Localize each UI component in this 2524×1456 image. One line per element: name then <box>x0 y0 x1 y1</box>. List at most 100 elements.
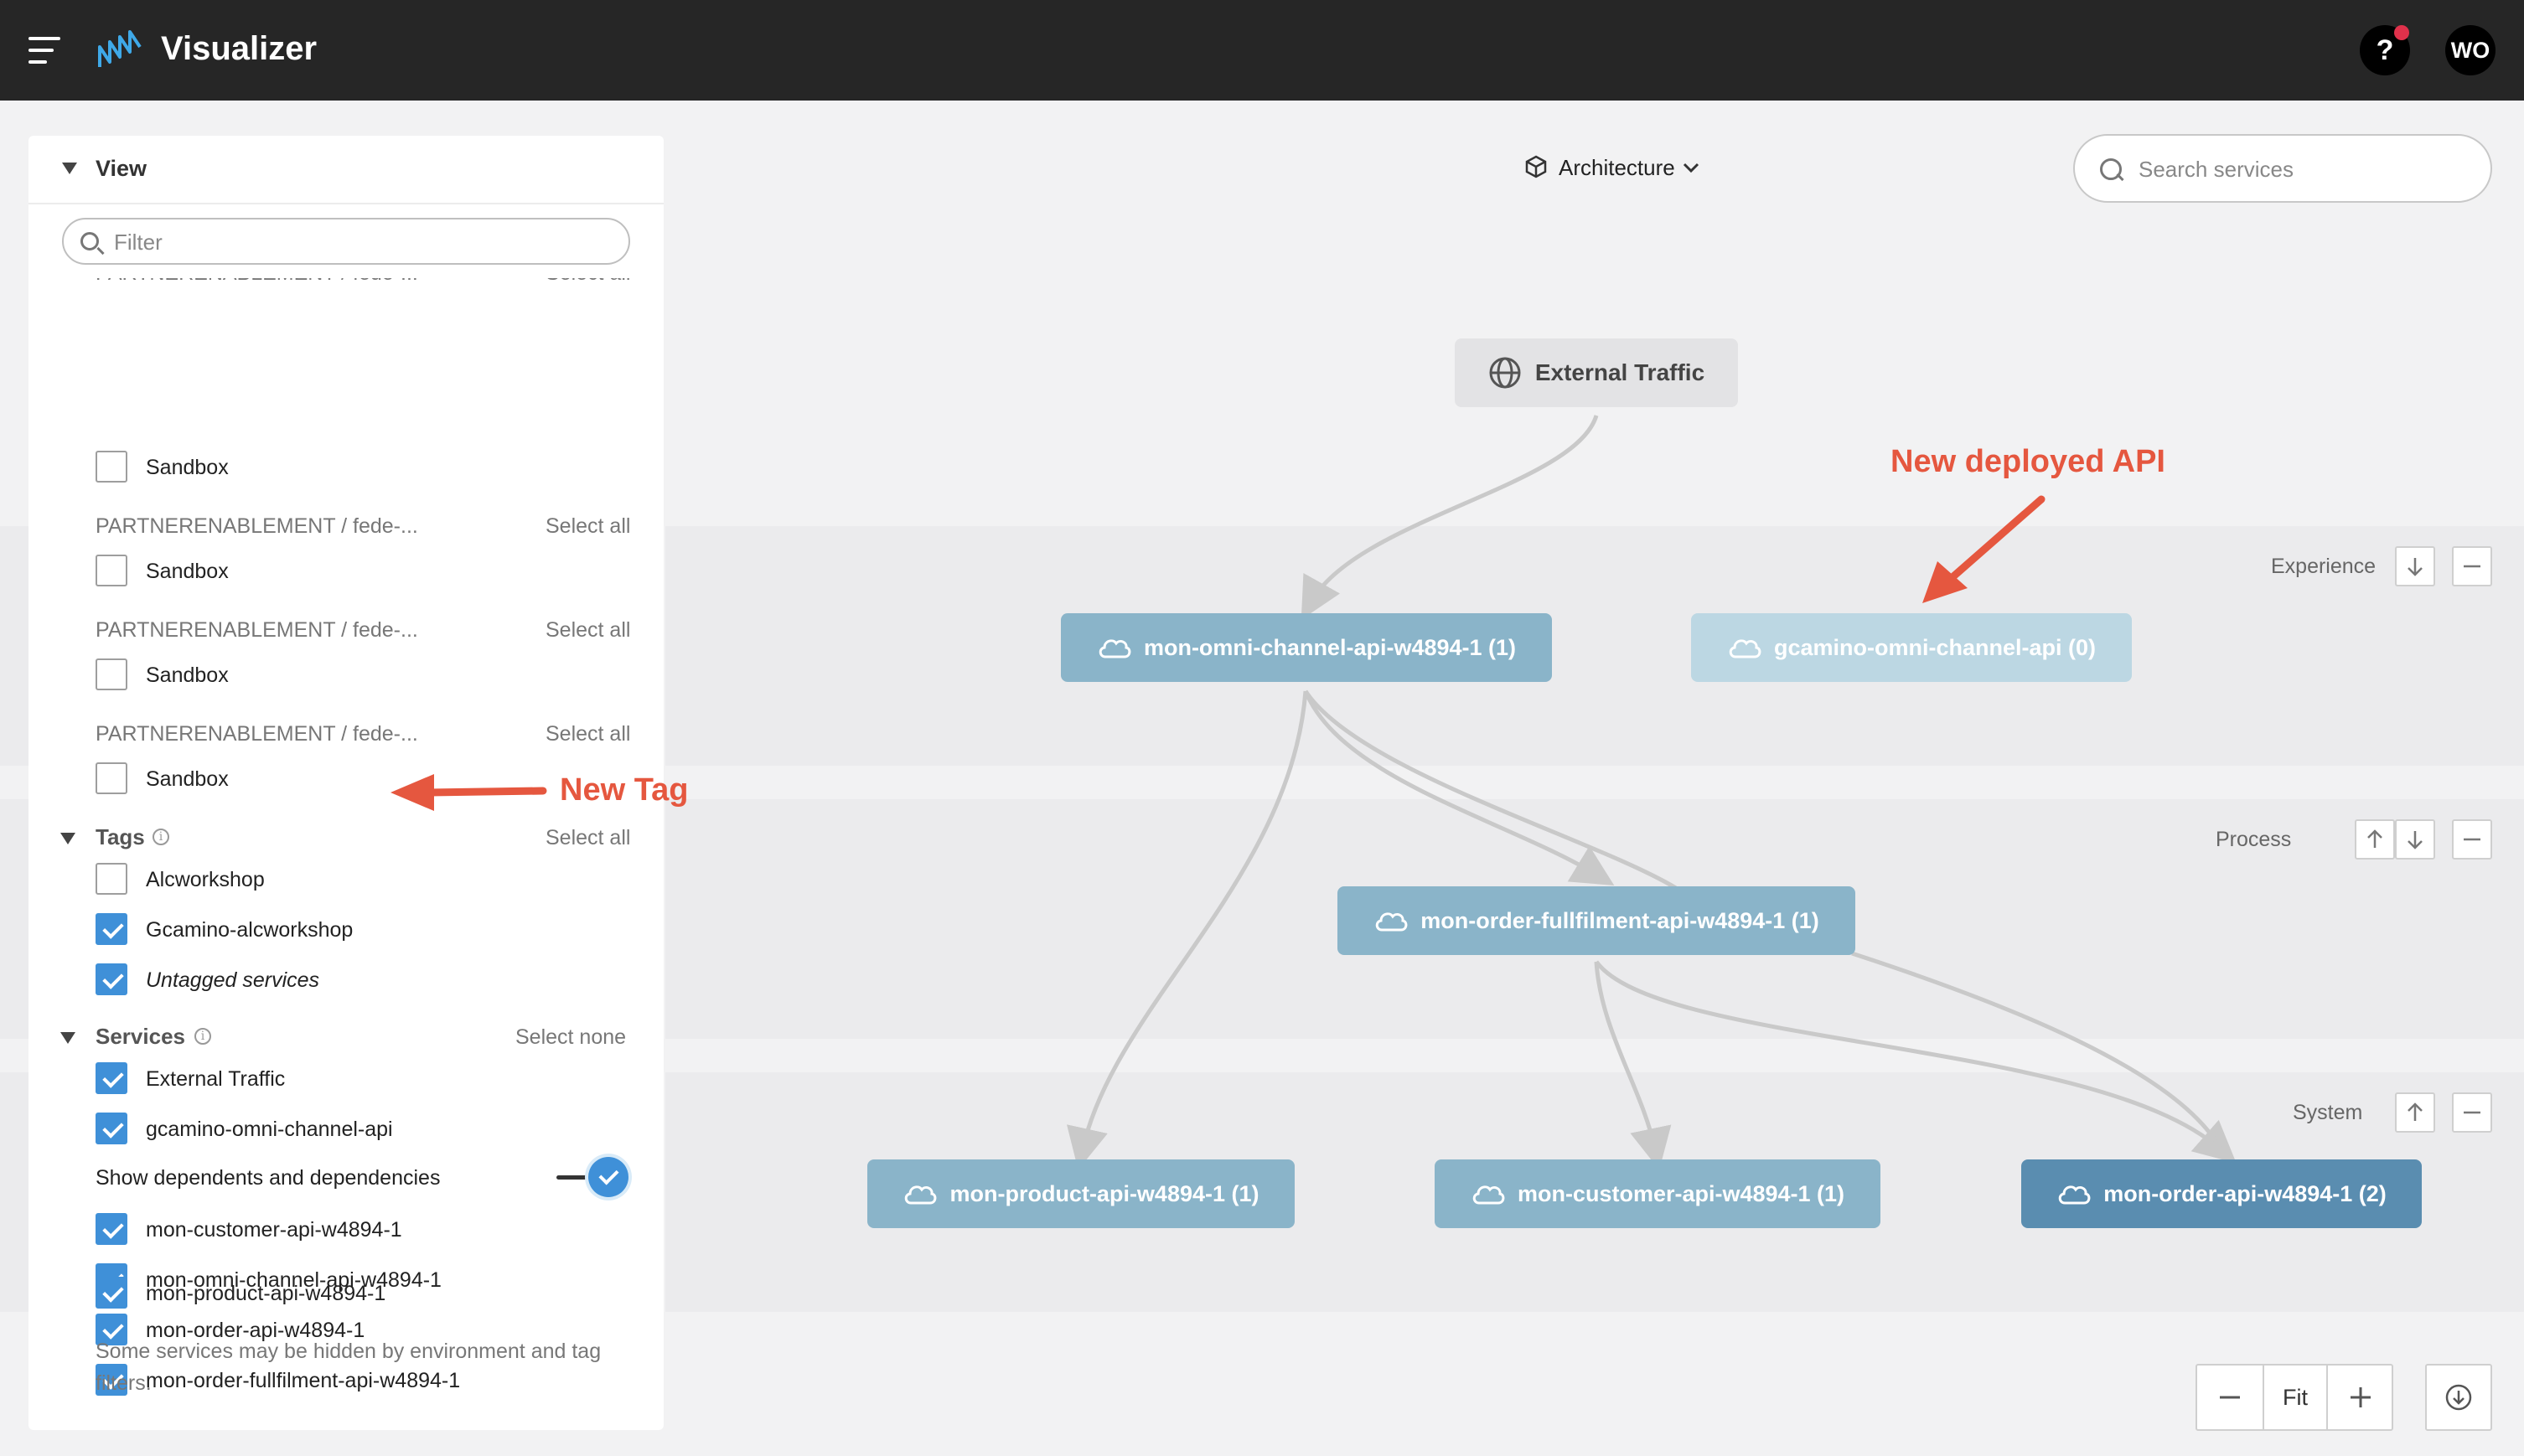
environment-label: Sandbox <box>146 767 229 791</box>
cloud-icon <box>1375 912 1408 932</box>
plus-icon <box>2351 1387 2371 1407</box>
annotation-new-deployed-api: New deployed API <box>1890 444 2165 479</box>
notification-dot <box>2394 25 2409 40</box>
globe-icon <box>1489 357 1521 389</box>
service-checkbox-external-traffic[interactable] <box>96 1062 127 1094</box>
service-node-customer[interactable]: mon-customer-api-w4894-1 (1) <box>1435 1159 1880 1228</box>
tags-collapse-icon[interactable] <box>60 833 75 844</box>
arrow-up-icon <box>2408 1102 2423 1121</box>
service-checkbox[interactable] <box>96 1213 127 1245</box>
service-node-product[interactable]: mon-product-api-w4894-1 (1) <box>867 1159 1295 1228</box>
cloud-icon <box>1472 1185 1505 1205</box>
service-node-order[interactable]: mon-order-api-w4894-1 (2) <box>2021 1159 2422 1228</box>
filter-field[interactable] <box>62 218 630 265</box>
tags-section-title: Tags <box>96 824 145 849</box>
view-panel-list[interactable]: PARTNERENABLEMENT / fede-... Select all … <box>28 278 664 1430</box>
tag-checkbox-untagged[interactable] <box>96 963 127 995</box>
environment-select-all[interactable]: Select all <box>546 722 631 746</box>
environment-label: Sandbox <box>146 663 229 687</box>
external-traffic-node[interactable]: External Traffic <box>1455 338 1738 407</box>
cloud-icon <box>2058 1185 2091 1205</box>
search-icon <box>80 232 99 250</box>
layer-label-process: Process <box>2216 828 2292 851</box>
menu-icon[interactable] <box>28 37 60 65</box>
tag-label: Alcworkshop <box>146 868 265 891</box>
environment-select-all[interactable]: Select all <box>546 514 631 538</box>
environment-group-name: PARTNERENABLEMENT / fede-... <box>96 278 418 286</box>
download-button[interactable] <box>2425 1364 2492 1431</box>
view-mode-label: Architecture <box>1559 155 1675 180</box>
environment-select-all[interactable]: Select all <box>546 278 630 286</box>
download-icon <box>2445 1384 2472 1411</box>
environment-checkbox[interactable] <box>96 658 127 690</box>
service-label: gcamino-omni-channel-api <box>146 1118 393 1141</box>
show-dependencies-label: Show dependents and dependencies <box>96 1166 441 1190</box>
collapse-layer-button[interactable] <box>2452 546 2492 586</box>
cloud-icon <box>1099 639 1131 658</box>
service-checkbox[interactable] <box>96 1277 127 1309</box>
service-label: mon-omni-channel-api-w4894-1 <box>146 1268 442 1292</box>
zoom-fit-button[interactable]: Fit <box>2263 1366 2328 1429</box>
services-collapse-icon[interactable] <box>60 1032 75 1044</box>
environment-checkbox[interactable] <box>96 451 127 483</box>
collapse-triangle-icon[interactable] <box>62 163 77 174</box>
service-checkbox[interactable] <box>96 1314 127 1345</box>
environment-group-name: PARTNERENABLEMENT / fede-... <box>96 514 418 538</box>
service-checkbox[interactable] <box>96 1364 127 1396</box>
collapse-layer-button[interactable] <box>2452 1092 2492 1133</box>
tag-label: Untagged services <box>146 968 320 992</box>
architecture-icon <box>1525 155 1547 178</box>
collapse-layer-button[interactable] <box>2452 819 2492 860</box>
service-node-omni[interactable]: mon-omni-channel-api-w4894-1 (1) <box>1061 613 1552 682</box>
minus-icon <box>2464 1111 2480 1114</box>
services-select-none[interactable]: Select none <box>515 1025 627 1049</box>
service-node-label: mon-customer-api-w4894-1 (1) <box>1517 1180 1845 1206</box>
minus-icon <box>2220 1396 2240 1399</box>
arrow-up-icon <box>2367 829 2382 848</box>
view-panel: View PARTNERENABLEMENT / fede-... Select… <box>28 136 664 1430</box>
move-layer-down-button[interactable] <box>2395 546 2435 586</box>
annotation-new-tag: New Tag <box>560 772 689 808</box>
tags-select-all[interactable]: Select all <box>546 826 631 849</box>
services-section-title: Services <box>96 1024 185 1049</box>
services-info-icon[interactable]: i <box>194 1028 211 1045</box>
experience-layer-band <box>665 526 2524 766</box>
search-services-field[interactable] <box>2073 134 2492 203</box>
minus-icon <box>2464 838 2480 841</box>
search-services-input[interactable] <box>2137 154 2475 184</box>
app-title: Visualizer <box>161 30 318 67</box>
service-checkbox-gcamino[interactable] <box>96 1113 127 1144</box>
zoom-out-button[interactable] <box>2197 1366 2263 1429</box>
view-panel-header[interactable]: View <box>28 136 664 204</box>
annotation-arrow-icon <box>390 774 547 811</box>
tag-label: Gcamino-alcworkshop <box>146 918 354 942</box>
service-label: External Traffic <box>146 1067 286 1091</box>
tags-info-icon[interactable]: i <box>153 829 169 845</box>
service-node-label: gcamino-omni-channel-api (0) <box>1773 634 2097 660</box>
environment-select-all[interactable]: Select all <box>546 618 631 642</box>
service-node-label: mon-order-api-w4894-1 (2) <box>2103 1180 2387 1206</box>
move-layer-up-button[interactable] <box>2395 1092 2435 1133</box>
service-label: mon-product-api-w4894-1 <box>146 1282 386 1305</box>
environment-label: Sandbox <box>146 456 229 479</box>
filter-input[interactable] <box>112 228 618 256</box>
environment-checkbox[interactable] <box>96 555 127 586</box>
environment-checkbox[interactable] <box>96 762 127 794</box>
user-avatar[interactable]: WO <box>2445 25 2496 75</box>
tag-checkbox-alcworkshop[interactable] <box>96 863 127 895</box>
service-label: mon-order-fullfilment-api-w4894-1 <box>146 1369 461 1392</box>
services-footnote: Some services may be hidden by environme… <box>96 1340 602 1395</box>
move-layer-up-button[interactable] <box>2355 819 2395 860</box>
minus-icon <box>2464 565 2480 568</box>
service-node-fulfilment[interactable]: mon-order-fullfilment-api-w4894-1 (1) <box>1337 886 1855 955</box>
service-node-gcamino[interactable]: gcamino-omni-channel-api (0) <box>1691 613 2132 682</box>
tag-checkbox-gcamino-alcworkshop[interactable] <box>96 913 127 945</box>
visualizer-logo-icon <box>98 30 142 67</box>
zoom-in-button[interactable] <box>2328 1366 2393 1429</box>
layer-label-experience: Experience <box>2271 555 2377 578</box>
chevron-down-icon <box>1683 163 1699 173</box>
annotation-arrow-icon <box>1922 495 2046 603</box>
show-dependencies-toggle[interactable] <box>553 1156 628 1198</box>
layer-label-system: System <box>2293 1101 2363 1124</box>
move-layer-down-button[interactable] <box>2395 819 2435 860</box>
